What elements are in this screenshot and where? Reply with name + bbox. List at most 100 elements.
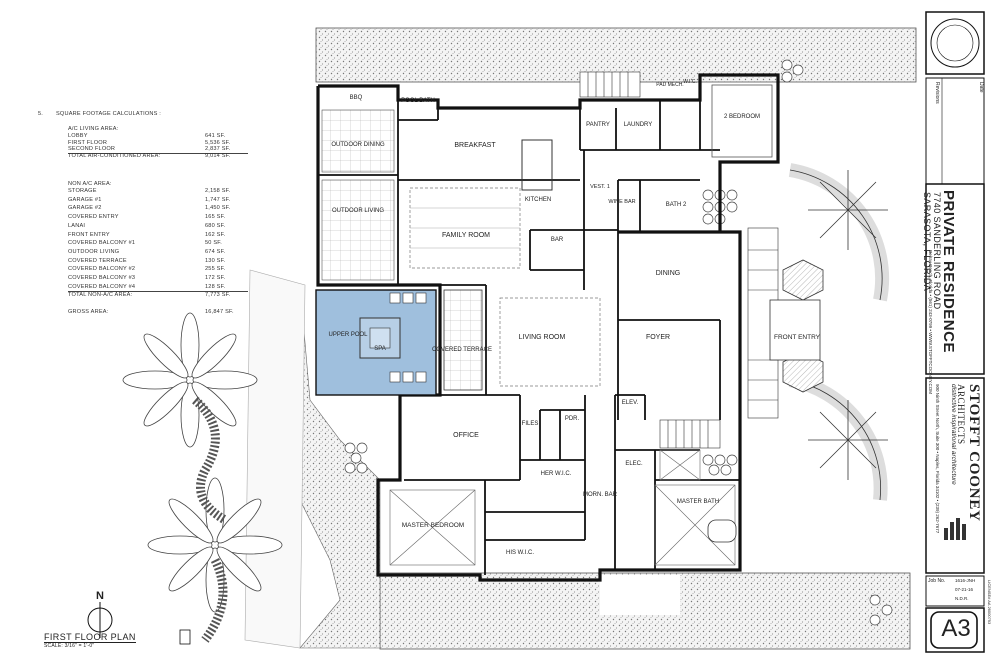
non-ac-row-value: 162 SF. [205, 231, 226, 238]
room-label-wine-bar: WINE BAR [608, 199, 636, 205]
room-label-vest: VEST. 1 [590, 184, 610, 190]
firm-address-2: Delray Beach, Florida • (561) 243-0799 •… [928, 250, 933, 395]
room-label-family-room: FAMILY ROOM [442, 232, 490, 239]
address-line-1: 7740 SANDERLING ROAD [932, 192, 942, 310]
room-label-outdoor-living: OUTDOOR LIVING [331, 208, 384, 214]
gross-row: GROSS AREA: 16,847 SF. [68, 309, 248, 316]
non-ac-row-label: COVERED BALCONY #2 [68, 266, 136, 273]
non-ac-row-label: COVERED TERRACE [68, 257, 127, 264]
plan-scale: SCALE: 3/16" = 1'-0" [44, 643, 95, 649]
non-ac-row-label: FRONT ENTRY [68, 231, 110, 238]
ac-row-value: 9,014 SF. [205, 152, 231, 159]
title-block-frame [925, 11, 985, 653]
non-ac-row-label: LANAI [68, 222, 86, 229]
non-ac-row-value: 674 SF. [205, 248, 226, 255]
room-label-master-bedroom: MASTER BEDROOM [401, 522, 465, 529]
room-label-pdr: PDR. [564, 416, 580, 422]
palm-tree [122, 312, 283, 643]
firm-name: STOFFT COONEY [966, 384, 982, 522]
north-arrow [87, 602, 113, 638]
gross-value: 16,847 SF. [205, 309, 234, 315]
room-label-pad-mech: PAD MECH. [656, 82, 684, 88]
ac-row-value: 641 SF. [205, 133, 226, 139]
project-title: PRIVATE RESIDENCE [940, 190, 957, 353]
date-value: 07-21-16 [955, 587, 974, 592]
entry-landscape [782, 163, 890, 501]
non-ac-row: COVERED TERRACE 130 SF. [68, 258, 248, 265]
section-number: 5. [38, 111, 44, 117]
room-label-bar: BAR [550, 237, 564, 243]
non-ac-row-label: OUTDOOR LIVING [68, 248, 120, 255]
north-label: N [96, 590, 104, 602]
non-ac-row-label: COVERED BALCONY #4 [68, 283, 136, 290]
firm-sub: ARCHITECTS [956, 384, 966, 445]
non-ac-row: TOTAL NON-A/C AREA: 7,773 SF. [68, 292, 248, 299]
non-ac-row: OUTDOOR LIVING 674 SF. [68, 249, 248, 256]
tub [707, 519, 737, 543]
non-ac-row-label: GARAGE #1 [68, 196, 102, 203]
room-label-front-entry: FRONT ENTRY [774, 334, 820, 341]
room-label-elev: ELEV. [621, 400, 639, 406]
room-label-pool-bath: POOL BATH [401, 98, 435, 104]
non-ac-row-value: 172 SF. [205, 275, 226, 281]
non-ac-row-value: 165 SF. [205, 214, 226, 221]
room-label-upper-pool: UPPER POOL [328, 332, 368, 338]
non-ac-row-label: GARAGE #2 [68, 205, 102, 212]
interior-walls [318, 86, 740, 575]
non-ac-row-value: 130 SF. [205, 257, 226, 264]
non-ac-row-value: 1,450 SF. [205, 205, 231, 212]
non-ac-row-label: TOTAL NON-A/C AREA: [68, 292, 133, 299]
room-label-laundry: LAUNDRY [623, 122, 653, 128]
date-label: Date [978, 82, 984, 93]
ac-row-label: TOTAL AIR-CONDITIONED AREA: [68, 152, 161, 159]
license-number: LICENSE# AA 26000793 [987, 580, 992, 625]
room-label-outdoor-dining: OUTDOOR DINING [331, 142, 385, 148]
stair [579, 71, 779, 449]
firm-tagline: distinctive inspirational architecture [950, 384, 957, 485]
non-ac-row-value: 680 SF. [205, 222, 226, 229]
room-label-elec: ELEC. [625, 461, 643, 467]
non-ac-row-value: 255 SF. [205, 266, 226, 273]
ac-row-value: 5,536 SF. [205, 139, 231, 146]
non-ac-row-value: 7,773 SF. [205, 292, 231, 299]
shrubs [344, 59, 893, 626]
room-label-morn-bar: MORN. BAR [582, 492, 617, 498]
non-ac-row: COVERED ENTRY 165 SF. [68, 214, 248, 221]
room-label-office: OFFICE [453, 432, 479, 439]
ac-row-label: SECOND FLOOR [68, 146, 116, 153]
total-rule [68, 153, 248, 154]
room-label-bedroom2: 2 BEDROOM [723, 114, 760, 120]
revisions-label: Revisions [934, 82, 940, 104]
ac-row: LOBBY 641 SF. [68, 133, 248, 140]
room-label-living-room: LIVING ROOM [518, 334, 566, 341]
non-ac-heading: NON A/C AREA: [68, 181, 112, 187]
non-ac-row-value: 50 SF. [205, 240, 223, 247]
room-label-bbq: BBQ [349, 95, 363, 101]
sqft-heading: SQUARE FOOTAGE CALCULATIONS : [56, 111, 162, 117]
room-label-files: FILES [521, 421, 539, 427]
total-rule [68, 291, 248, 293]
room-label-kitchen: KITCHEN [524, 197, 552, 203]
gross-label: GROSS AREA: [68, 309, 109, 315]
non-ac-row: LANAI 680 SF. [68, 223, 248, 230]
non-ac-row-label: STORAGE [68, 188, 97, 194]
non-ac-row-value: 128 SF. [205, 283, 226, 290]
room-label-wic: W.I.C. [683, 79, 697, 85]
non-ac-row-value: 2,158 SF. [205, 188, 231, 194]
non-ac-row: STORAGE 2,158 SF. [68, 188, 248, 195]
job-label: Job No. [928, 578, 946, 584]
non-ac-row-label: COVERED ENTRY [68, 214, 119, 221]
room-label-spa: SPA [374, 346, 386, 352]
ac-row-label: LOBBY [68, 133, 88, 139]
job-value: 1616-JNH [955, 578, 976, 583]
room-label-his-wic: HIS W.I.C. [505, 550, 534, 556]
ac-row: TOTAL AIR-CONDITIONED AREA: 9,014 SF. [68, 153, 248, 160]
non-ac-row-label: COVERED BALCONY #3 [68, 275, 136, 281]
non-ac-row: FRONT ENTRY 162 SF. [68, 232, 248, 239]
ac-heading: A/C LIVING AREA: [68, 126, 119, 132]
firm-logo [944, 518, 966, 540]
